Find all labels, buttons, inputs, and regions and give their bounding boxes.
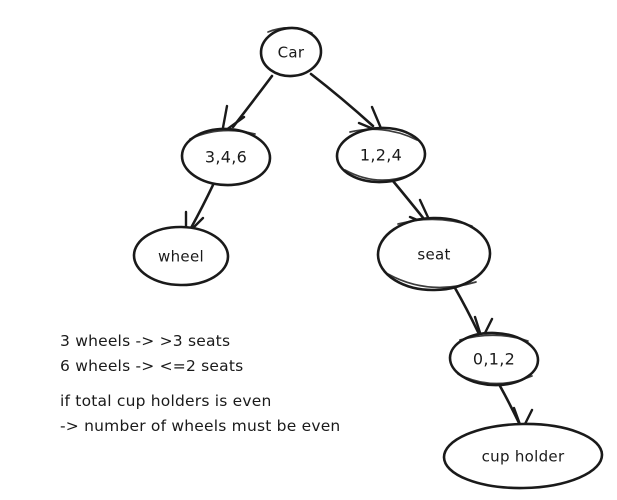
node-cup-domain-shape bbox=[448, 331, 540, 387]
node-cup-holder-shape bbox=[442, 422, 604, 490]
constraint-note-line-1: 3 wheels -> >3 seats bbox=[60, 332, 230, 350]
node-wheel-domain-label: 3,4,6 bbox=[205, 148, 247, 167]
parity-note-line-1: if total cup holders is even bbox=[60, 392, 272, 410]
node-wheel-domain-shape bbox=[180, 127, 272, 187]
node-cup-holder-label: cup holder bbox=[482, 448, 565, 466]
edge-seat-to-cup-domain bbox=[453, 286, 494, 341]
parity-note-block: if total cup holders is even -> number o… bbox=[60, 392, 340, 435]
node-wheel-shape bbox=[132, 225, 230, 287]
node-seat-domain-shape bbox=[335, 126, 427, 184]
node-cup-holder[interactable]: cup holder bbox=[442, 422, 604, 490]
node-seat[interactable]: seat bbox=[376, 216, 492, 292]
node-seat-domain-sketch-overstroke bbox=[349, 128, 418, 141]
node-wheel-label: wheel bbox=[158, 248, 204, 266]
node-wheel[interactable]: wheel bbox=[132, 225, 230, 287]
node-cup-domain-sketch-overstroke-2 bbox=[457, 373, 533, 385]
node-seat-domain[interactable]: 1,2,4 bbox=[335, 126, 427, 184]
node-wheel-domain[interactable]: 3,4,6 bbox=[180, 127, 272, 187]
node-seat-sketch-overstroke bbox=[397, 218, 473, 227]
constraint-note-line-2: 6 wheels -> <=2 seats bbox=[60, 357, 243, 375]
node-car-sketch-overstroke bbox=[267, 26, 313, 34]
node-car[interactable]: Car bbox=[259, 26, 323, 78]
node-seat-domain-sketch-overstroke-2 bbox=[344, 169, 413, 181]
node-seat-domain-label: 1,2,4 bbox=[360, 146, 402, 165]
node-cup-domain[interactable]: 0,1,2 bbox=[448, 331, 540, 387]
node-seat-label: seat bbox=[417, 246, 450, 264]
node-car-label: Car bbox=[278, 44, 305, 62]
node-wheel-domain-sketch-overstroke bbox=[189, 129, 256, 140]
node-seat-sketch-overstroke-2 bbox=[387, 273, 477, 289]
edge-car-to-seat-domain bbox=[309, 72, 385, 135]
node-cup-domain-label: 0,1,2 bbox=[473, 350, 515, 369]
parity-note-line-2: -> number of wheels must be even bbox=[60, 417, 340, 435]
constraint-note-block: 3 wheels -> >3 seats 6 wheels -> <=2 sea… bbox=[60, 332, 243, 375]
node-seat-shape bbox=[376, 216, 492, 292]
edge-car-to-wheel-domain bbox=[220, 74, 274, 135]
node-cup-domain-sketch-overstroke bbox=[459, 334, 529, 342]
